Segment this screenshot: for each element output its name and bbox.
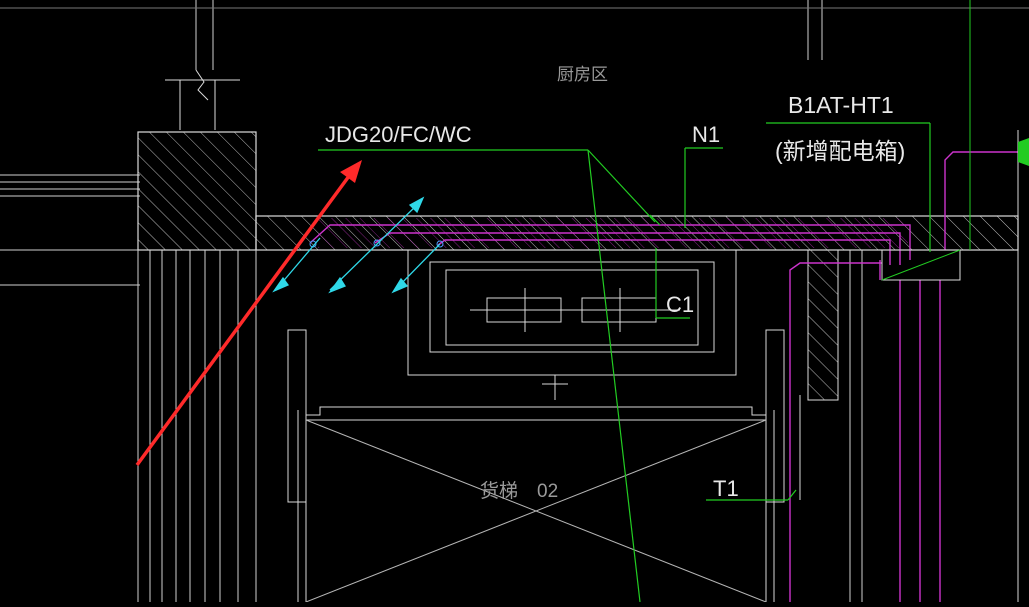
red-arrow-icon (135, 160, 362, 467)
window-opening-c1 (407, 249, 737, 376)
elevator-label: 货梯 02 (480, 480, 558, 502)
grid-lines-top (0, 0, 1029, 70)
break-mark-icon (165, 69, 240, 130)
right-edge (969, 0, 1019, 602)
distribution-box (881, 249, 961, 281)
conduit-label: JDG20/FC/WC (325, 122, 472, 147)
magenta-conduits (309, 151, 1029, 602)
c1-label: C1 (666, 292, 694, 317)
cyan-arrow-icon (272, 196, 441, 294)
t1-label: T1 (713, 476, 739, 501)
n1-label: N1 (692, 122, 720, 147)
green-device-icon (1018, 138, 1029, 166)
right-hatched-wall (807, 249, 863, 602)
column-vertical-lines (137, 250, 257, 602)
kitchen-area-label: 厨房区 (557, 65, 608, 84)
elevator-shaft (287, 329, 801, 603)
panel-note-label: (新增配电箱) (775, 138, 905, 164)
concrete-column (137, 131, 257, 251)
left-wall-lines (0, 174, 140, 286)
green-leader-lines (318, 122, 931, 603)
panel-code-label: B1AT-HT1 (788, 92, 894, 118)
